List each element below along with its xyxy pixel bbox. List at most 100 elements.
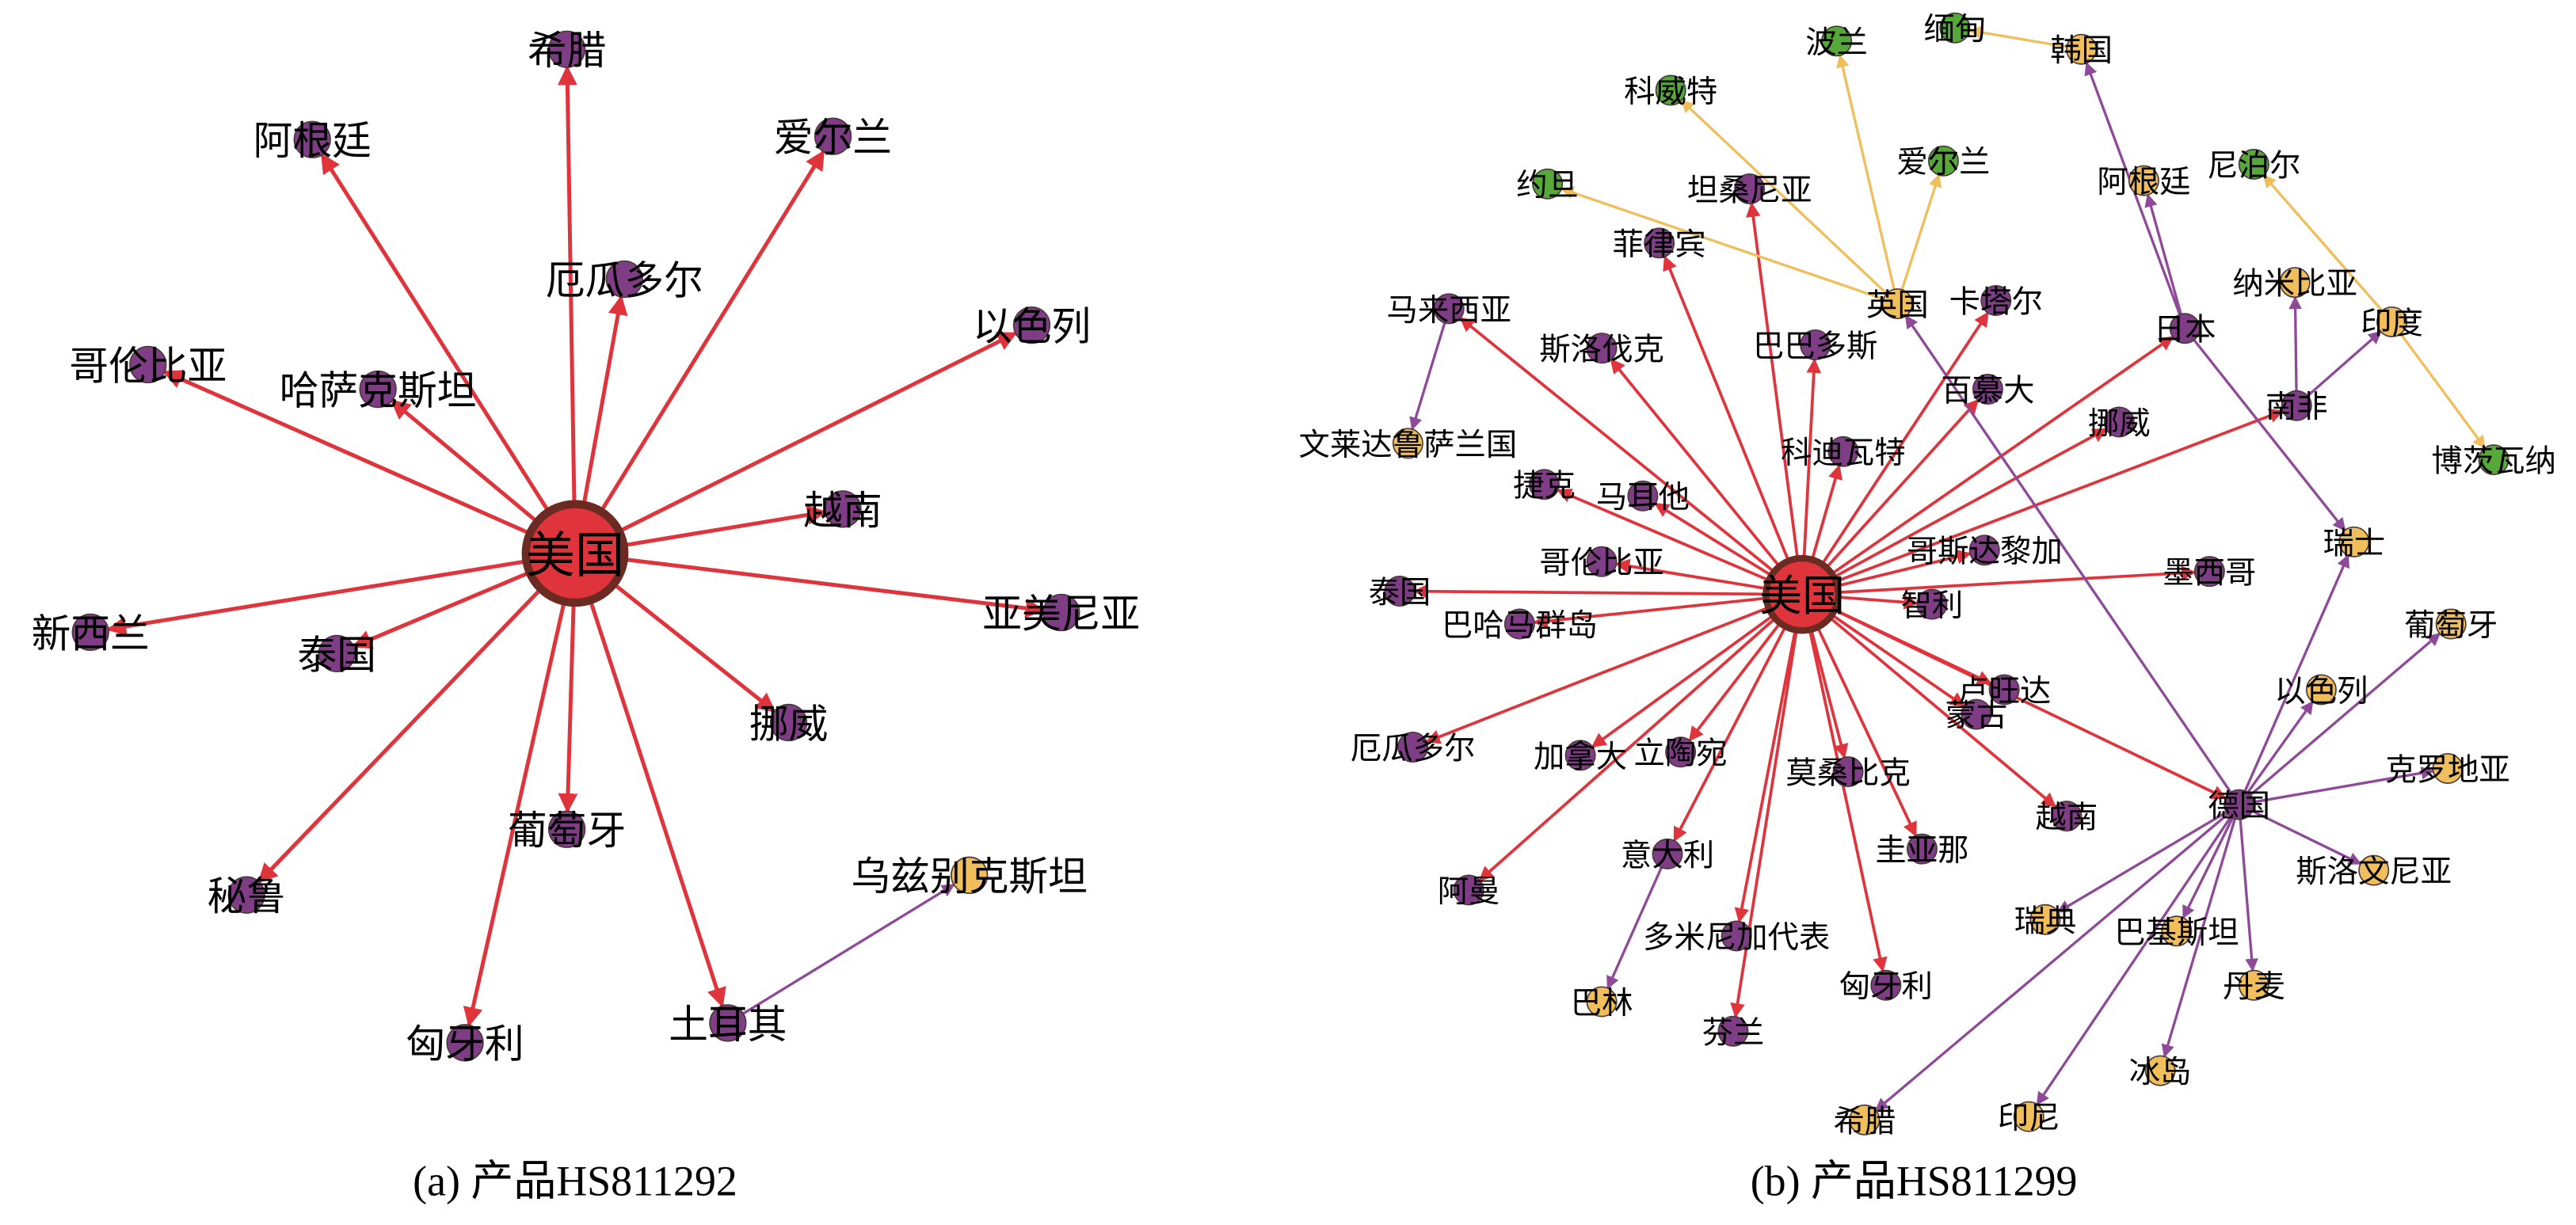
edge-us-co — [1614, 558, 1767, 591]
edge-gb-pl — [1836, 54, 1896, 290]
edge-us-cl — [1838, 595, 1919, 610]
edge-us-ph — [1663, 255, 1790, 562]
node-label: 挪威 — [749, 701, 829, 747]
node-pt: 葡萄牙 — [2404, 607, 2498, 644]
node-gr: 希腊 — [1833, 1103, 1896, 1139]
node-circle — [1503, 608, 1535, 640]
node-label: 泰国 — [298, 632, 377, 678]
node-label: 美国 — [1759, 571, 1845, 621]
node-label: 以色列 — [973, 304, 1091, 350]
edge-us-ec — [581, 295, 628, 506]
node-label: 土耳其 — [669, 1002, 787, 1048]
node-label: 博茨瓦纳 — [2431, 443, 2556, 480]
node-circle — [2279, 267, 2311, 299]
node-qa: 卡塔尔 — [1949, 283, 2043, 320]
node-za: 南非 — [2265, 389, 2328, 425]
node-label: 马耳他 — [1596, 479, 1690, 515]
node-circle — [2103, 406, 2135, 438]
edge-us-mt — [1654, 502, 1773, 577]
node-circle — [769, 703, 808, 742]
edge-it-bh — [1606, 866, 1663, 990]
node-label: 缅甸 — [1924, 11, 1987, 48]
node-label: 多米尼加代表 — [1643, 919, 1830, 956]
node-gy: 圭亚那 — [1875, 832, 1968, 869]
node-label: 意大利 — [1621, 837, 1714, 873]
edge-us-do — [1734, 630, 1797, 923]
node-label: 智利 — [1901, 588, 1964, 624]
edge-us-mx — [1838, 565, 2197, 594]
node-do: 多米尼加代表 — [1643, 919, 1830, 956]
edge-us-om — [1478, 617, 1777, 881]
node-in: 印度 — [2361, 305, 2423, 341]
node-label: 蒙古 — [1945, 698, 2008, 734]
node-am: 亚美尼亚 — [982, 591, 1140, 637]
node-circle — [2338, 526, 2370, 557]
node-label: 哥伦比亚 — [1539, 545, 1664, 581]
node-circle — [2224, 789, 2255, 820]
edge-us-my — [1459, 317, 1775, 573]
node-circle — [2144, 1055, 2176, 1086]
edge-de-pt — [2249, 632, 2441, 797]
node-mn: 蒙古 — [1945, 698, 2008, 734]
edge-us-mz — [1809, 629, 1849, 759]
node-circle — [1961, 698, 1992, 730]
node-circle — [1644, 227, 1675, 259]
node-it: 意大利 — [1621, 837, 1714, 873]
edge-za-na — [2288, 295, 2302, 391]
node-co: 哥伦比亚 — [69, 343, 227, 389]
node-dk: 丹麦 — [2223, 968, 2285, 1005]
node-label: 希腊 — [528, 28, 607, 74]
node-th: 泰国 — [298, 632, 377, 678]
node-bs: 巴哈马群岛 — [1442, 607, 1598, 644]
edge-us-lt — [1688, 622, 1781, 742]
node-label: 日本 — [2154, 312, 2216, 348]
node-label: 菲律宾 — [1613, 226, 1706, 263]
edge-de-gr — [1874, 812, 2229, 1112]
node-hu: 匈牙利 — [406, 1021, 524, 1067]
node-circle — [1800, 329, 1831, 360]
edge-tr-uz — [742, 883, 955, 1015]
edge-de-il — [2246, 700, 2314, 793]
node-us: 美国 — [1759, 554, 1845, 634]
node-circle — [1832, 756, 1864, 788]
node-label: 纳米比亚 — [2232, 266, 2357, 302]
node-circle — [1849, 1104, 1881, 1136]
edge-us-bs — [1533, 596, 1766, 629]
node-bn: 文莱达鲁萨兰国 — [1299, 427, 1518, 463]
node-label: 波兰 — [1805, 25, 1868, 61]
node-circle — [1042, 593, 1080, 632]
node-circle — [2305, 674, 2337, 706]
edge-us-it — [1672, 626, 1787, 843]
edge-de-ch — [2243, 554, 2349, 792]
edge-us-de — [1834, 608, 2227, 800]
edge-us-pe — [257, 587, 543, 884]
node-jp: 日本 — [2154, 312, 2216, 348]
node-vn: 越南 — [803, 488, 882, 534]
node-label: 越南 — [2036, 800, 2098, 836]
node-si: 斯洛文尼亚 — [2296, 854, 2452, 890]
node-circle — [1927, 145, 1959, 177]
edge-us-th — [352, 570, 531, 649]
node-hu: 匈牙利 — [1839, 968, 1933, 1005]
node-cl: 智利 — [1901, 588, 1964, 624]
node-label: 越南 — [803, 488, 882, 534]
node-circle — [1827, 436, 1859, 467]
node-circle — [709, 1004, 747, 1042]
node-label: 亚美尼亚 — [982, 591, 1140, 637]
node-circle — [605, 260, 643, 299]
node-circle — [1906, 833, 1938, 865]
node-circle — [547, 30, 586, 68]
node-label: 墨西哥 — [2163, 555, 2256, 592]
edge-de-se — [2056, 811, 2227, 914]
node-circle — [1564, 740, 1596, 771]
node-label: 匈牙利 — [406, 1021, 524, 1067]
node-label: 马来西亚 — [1386, 292, 1511, 329]
node-circle — [2029, 904, 2061, 935]
edge-us-co — [162, 370, 532, 535]
node-pk: 巴基斯坦 — [2114, 915, 2239, 951]
node-circle — [1762, 554, 1842, 634]
node-ec: 厄瓜多尔 — [1351, 731, 1476, 767]
edge-us-cz — [1556, 489, 1770, 582]
network-panel-a: 美国希腊阿根廷爱尔兰厄瓜多尔以色列哥伦比亚哈萨克斯坦越南亚美尼亚新西兰泰国挪威葡… — [32, 28, 1141, 1205]
